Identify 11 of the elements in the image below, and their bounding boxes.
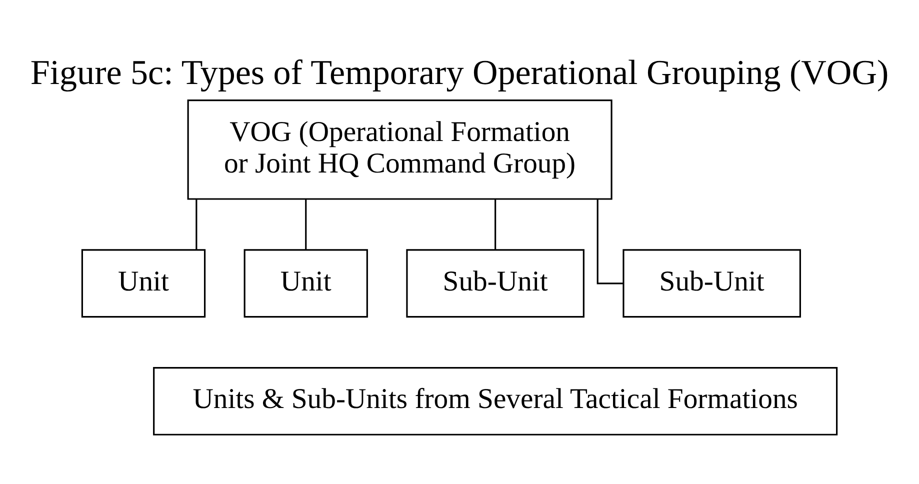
connector <box>494 199 496 250</box>
node-box: Sub-Unit <box>622 249 801 318</box>
node-box: Units & Sub-Units from Several Tactical Formations <box>153 366 838 436</box>
node-box: Sub-Unit <box>406 249 584 318</box>
connector <box>305 199 307 250</box>
diagram-title: Figure 5c: Types of Temporary Operational Grouping (VOG) <box>30 52 889 92</box>
connector <box>196 199 198 250</box>
node-box: VOG (Operational Formation or Joint HQ Command Group) <box>187 100 612 200</box>
node-box: Unit <box>81 249 206 318</box>
connector <box>596 199 623 284</box>
node-box: Unit <box>244 249 368 318</box>
